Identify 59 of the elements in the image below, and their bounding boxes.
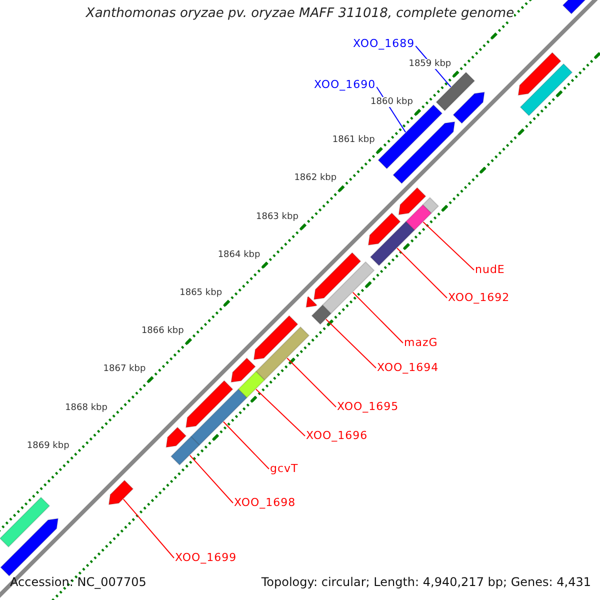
scale-label: 1863 kbp [256,212,298,222]
scale-label: 1865 kbp [180,288,222,298]
gene-feature [398,187,426,216]
gene-feature [166,426,187,448]
gene-feature [0,496,50,548]
gene-feature [452,92,485,124]
gene-label: XOO_1695 [337,400,399,413]
scale-label: 1861 kbp [332,135,375,146]
gene-feature [378,104,443,170]
scale-label: 1867 kbp [103,364,146,374]
gene-label: XOO_1689 [353,37,415,50]
genome-info-text: Topology: circular; Length: 4,940,217 bp; Genes: 4,431 [261,575,591,589]
leader-line [256,388,306,436]
gene-feature [520,63,573,116]
leader-line [352,292,404,344]
gene-feature [313,252,362,300]
gene-label: XOO_1699 [175,551,237,564]
gene-label: nudE [475,263,505,276]
gene-feature [405,204,432,231]
leader-line [189,454,234,504]
leader-line [122,498,174,558]
gene-feature [0,518,59,577]
gene-label: mazG [404,336,438,349]
accession-text: Accession: NC_007705 [10,575,146,589]
scale-label: 1860 kbp [370,97,413,108]
scale-label: 1864 kbp [218,250,260,260]
scale-label: 1862 kbp [294,173,337,184]
gene-feature [392,121,456,184]
gene-feature [370,220,416,266]
scale-label: 1859 kbp [408,58,452,69]
leader-line [396,248,448,298]
gene-label: XOO_1694 [377,361,439,374]
gene-label: gcvT [270,462,298,475]
gene-feature [170,436,200,466]
scale-label: 1866 kbp [141,326,184,336]
gene-feature [518,52,562,96]
gene-feature [190,388,248,446]
gene-feature [185,380,234,428]
gene-label: XOO_1698 [234,496,296,509]
scale-label: 1868 kbp [65,402,108,413]
gene-label: XOO_1690 [314,78,376,91]
gene-feature [311,304,332,325]
leader-line [222,421,270,470]
gene-feature [422,196,440,214]
gene-feature [238,370,266,398]
leader-line [286,358,336,408]
leader-line [422,221,474,270]
gene-label: XOO_1692 [448,291,510,304]
gene-feature [108,480,134,506]
leader-line [326,318,376,368]
gene-feature [255,326,310,381]
gene-feature [436,72,476,112]
gene-feature [368,212,401,246]
gene-feature [322,261,375,314]
gene-feature [253,315,298,360]
scale-label: 1869 kbp [26,440,70,451]
title: Xanthomonas oryzae pv. oryzae MAFF 311018, complete genome [86,6,514,21]
gene-label: XOO_1696 [306,429,368,442]
gene-feature [306,296,318,308]
